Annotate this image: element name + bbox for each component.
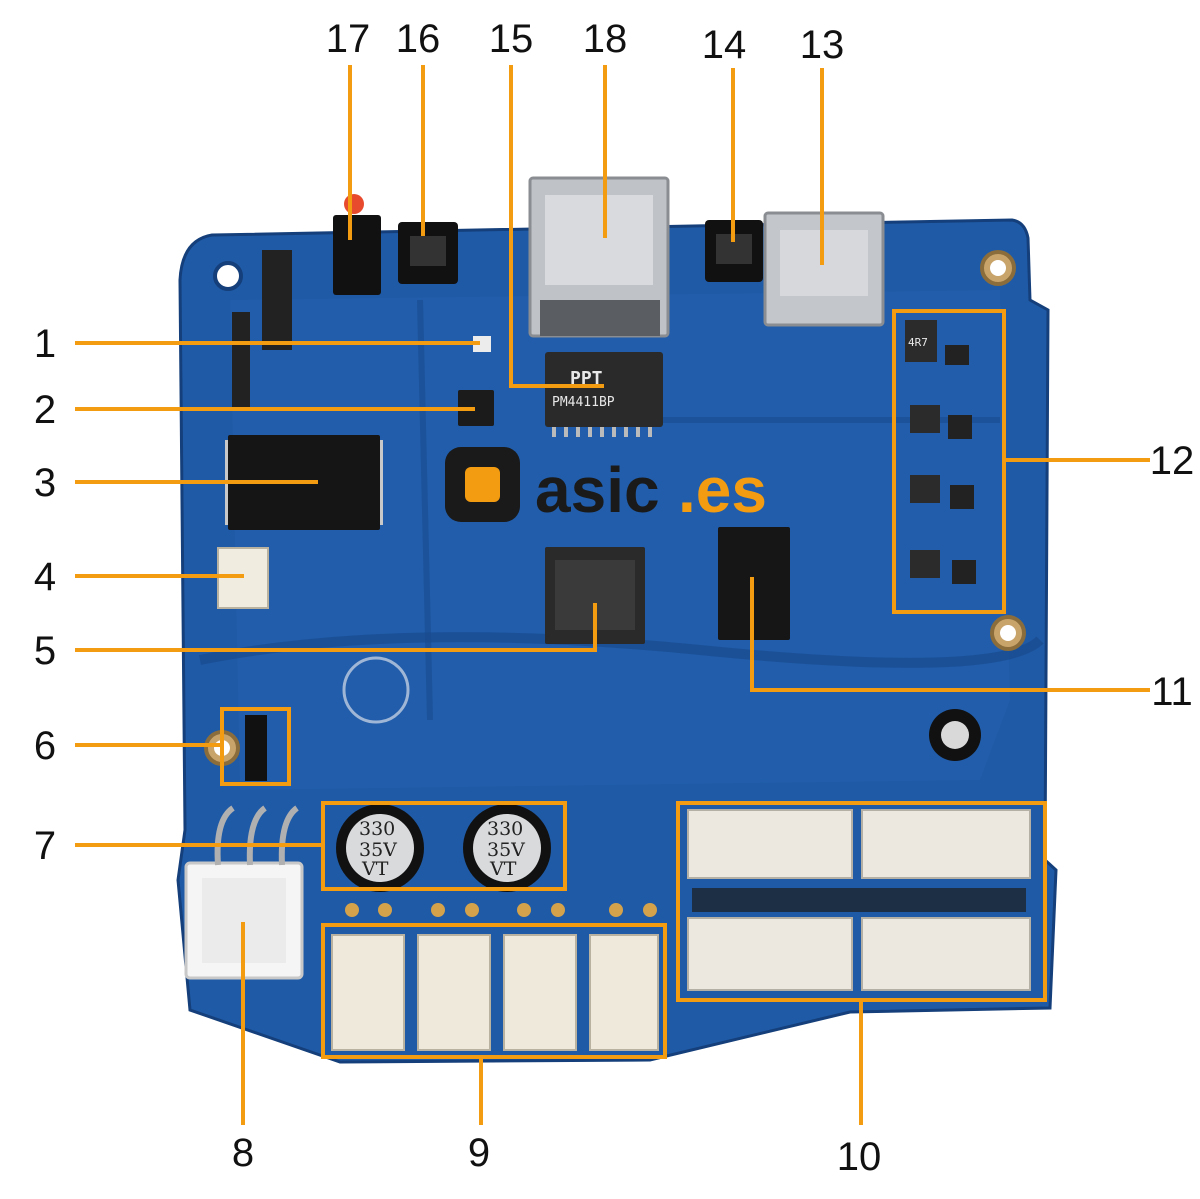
cap-right-line1: 330 [487, 818, 523, 840]
callout-label-11: 11 [1151, 670, 1193, 714]
brand-watermark: asic .es [445, 447, 767, 526]
callout-label-16: 16 [396, 17, 441, 61]
cap-right-line2: 35V [487, 839, 525, 861]
callout-line-15 [509, 65, 604, 388]
callout-line-5 [75, 603, 597, 652]
capacitor-right: 330 35V VT [463, 804, 551, 892]
callout-label-5: 5 [34, 629, 56, 673]
inductor-mark-text: 4R7 [908, 336, 928, 349]
callout-label-13: 13 [800, 23, 845, 67]
cap-right-line3: VT [489, 858, 517, 880]
callout-line-11 [750, 577, 1150, 692]
brand-logo-square [465, 467, 500, 502]
electrolytic-capacitors: 330 35V VT 330 35V VT [336, 804, 551, 892]
callout-label-15: 15 [489, 17, 534, 61]
callout-label-17: 17 [326, 17, 371, 61]
callout-label-1: 1 [34, 322, 56, 366]
ip-report-button [705, 220, 763, 282]
callout-lines [75, 65, 1150, 1125]
reset-button [398, 222, 458, 284]
capacitor-left: 330 35V VT [336, 804, 424, 892]
ethernet-transformer: PPT PM4411BP [545, 352, 663, 437]
pin-header [232, 250, 292, 408]
callout-label-2: 2 [34, 388, 56, 432]
transformer-model-text: PM4411BP [552, 395, 615, 410]
callout-label-8: 8 [232, 1131, 254, 1175]
callout-label-9: 9 [468, 1131, 490, 1175]
callout-label-18: 18 [583, 17, 628, 61]
callout-box-9 [321, 923, 667, 1059]
ethernet-phy-chip [458, 390, 494, 426]
status-led [473, 336, 491, 352]
callout-box-7 [321, 801, 567, 891]
brand-name: asic [535, 454, 660, 526]
capacitor-footprint [342, 656, 410, 724]
callout-label-12: 12 [1150, 439, 1195, 483]
hashboard-connectors [687, 809, 1031, 991]
brand-suffix: .es [678, 454, 767, 526]
cap-left-line3: VT [361, 858, 389, 880]
callout-numbers: 17 16 15 18 14 13 1 2 3 4 5 6 7 8 9 10 1… [34, 17, 1194, 1179]
backup-capacitor [929, 709, 981, 761]
callout-label-14: 14 [702, 23, 747, 67]
transformer-brand-text: PPT [570, 368, 603, 389]
callout-box-6 [220, 707, 291, 786]
power-connector [184, 805, 304, 980]
led-indicator [333, 194, 381, 295]
callout-label-3: 3 [34, 461, 56, 505]
uart-header [245, 715, 267, 781]
cap-left-line1: 330 [359, 818, 395, 840]
fan-connectors-row [331, 903, 659, 1051]
cap-left-line2: 35V [359, 839, 397, 861]
callout-label-7: 7 [34, 824, 56, 868]
ethernet-port [528, 176, 670, 338]
power-regulator-section: 4R7 [905, 320, 976, 584]
callout-label-6: 6 [34, 724, 56, 768]
callout-label-4: 4 [34, 555, 56, 599]
callout-label-10: 10 [837, 1135, 882, 1179]
